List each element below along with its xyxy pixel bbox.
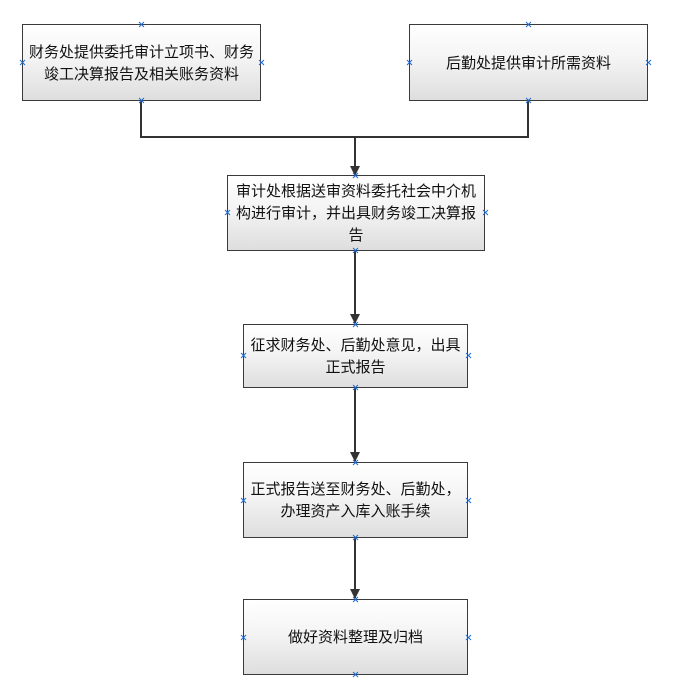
connector-finance-to-audit <box>140 100 355 138</box>
handle-opinion-right[interactable] <box>465 352 472 359</box>
node-audit-label: 审计处根据送审资料委托社会中介机构进行审计，并出具财务竣工决算报告 <box>235 182 476 244</box>
handle-logistics-left[interactable] <box>406 59 413 66</box>
handle-delivery-left[interactable] <box>240 497 247 504</box>
handle-finance-top[interactable] <box>138 21 145 28</box>
handle-archive-right[interactable] <box>465 634 472 641</box>
handle-delivery-bottom[interactable] <box>352 534 359 541</box>
handle-delivery-right[interactable] <box>465 497 472 504</box>
node-audit[interactable]: 审计处根据送审资料委托社会中介机构进行审计，并出具财务竣工决算报告 <box>227 175 485 251</box>
node-archive[interactable]: 做好资料整理及归档 <box>243 599 468 675</box>
handle-opinion-top[interactable] <box>352 321 359 328</box>
connector-logistics-to-audit <box>355 100 529 138</box>
node-finance-label: 财务处提供委托审计立项书、财务竣工决算报告及相关账务资料 <box>29 42 255 83</box>
handle-audit-right[interactable] <box>482 209 489 216</box>
node-delivery[interactable]: 正式报告送至财务处、后勤处，办理资产入库入账手续 <box>243 462 468 538</box>
handle-logistics-bottom[interactable] <box>525 97 532 104</box>
node-logistics[interactable]: 后勤处提供审计所需资料 <box>409 24 648 101</box>
node-logistics-label: 后勤处提供审计所需资料 <box>445 53 611 72</box>
handle-logistics-right[interactable] <box>645 59 652 66</box>
handle-audit-bottom[interactable] <box>352 247 359 254</box>
node-delivery-label: 正式报告送至财务处、后勤处，办理资产入库入账手续 <box>250 480 461 520</box>
handle-opinion-bottom[interactable] <box>352 384 359 391</box>
handle-opinion-left[interactable] <box>240 352 247 359</box>
handle-archive-bottom[interactable] <box>352 671 359 678</box>
handle-delivery-top[interactable] <box>352 459 359 466</box>
handle-finance-right[interactable] <box>258 59 265 66</box>
node-archive-label: 做好资料整理及归档 <box>287 628 423 646</box>
handle-audit-left[interactable] <box>224 209 231 216</box>
node-finance[interactable]: 财务处提供委托审计立项书、财务竣工决算报告及相关账务资料 <box>22 24 261 101</box>
handle-archive-left[interactable] <box>240 634 247 641</box>
handle-finance-left[interactable] <box>19 59 26 66</box>
handle-archive-top[interactable] <box>352 596 359 603</box>
handle-logistics-top[interactable] <box>525 21 532 28</box>
node-opinion[interactable]: 征求财务处、后勤处意见，出具正式报告 <box>243 324 468 388</box>
handle-finance-bottom[interactable] <box>138 97 145 104</box>
node-opinion-label: 征求财务处、后勤处意见，出具正式报告 <box>250 336 461 376</box>
handle-audit-top[interactable] <box>352 172 359 179</box>
